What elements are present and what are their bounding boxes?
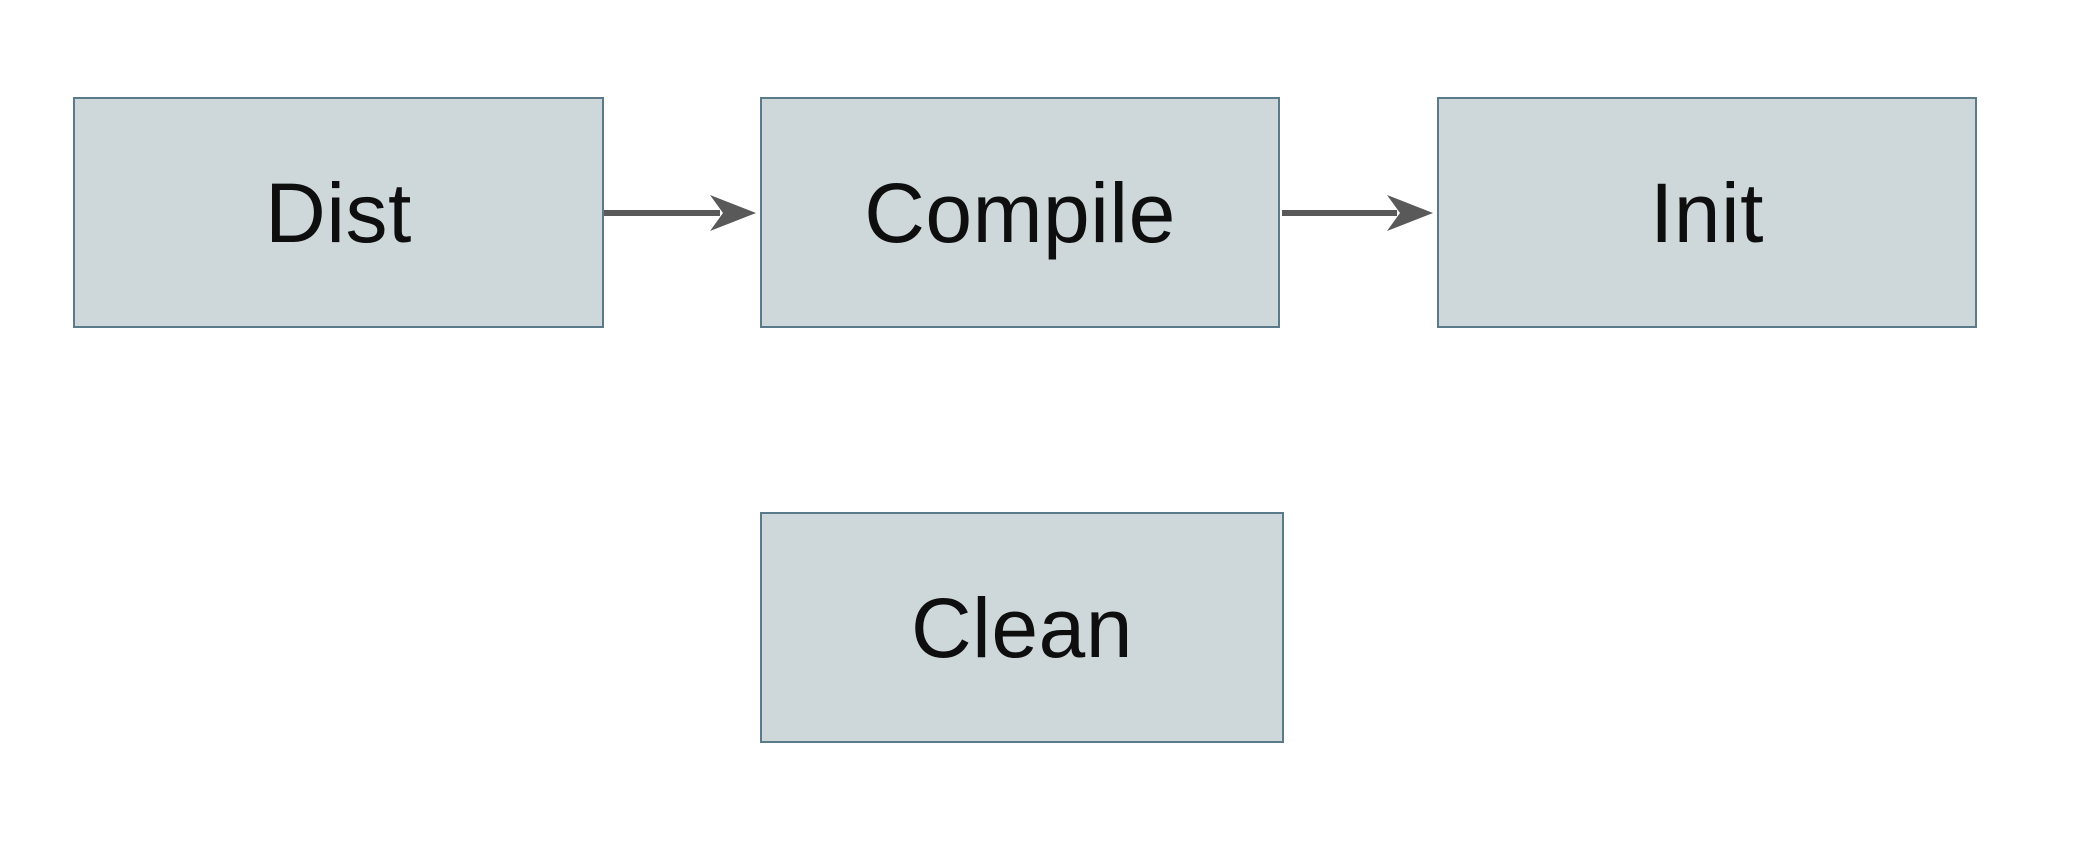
node-init[interactable]: Init: [1437, 97, 1977, 328]
node-dist-label: Dist: [265, 165, 412, 260]
node-init-label: Init: [1649, 165, 1765, 260]
arrow-dist-to-compile: [604, 195, 756, 231]
node-compile[interactable]: Compile: [760, 97, 1280, 328]
node-clean[interactable]: Clean: [760, 512, 1284, 743]
node-dist[interactable]: Dist: [73, 97, 604, 328]
node-compile-label: Compile: [864, 165, 1176, 260]
arrow-compile-to-init: [1282, 195, 1433, 231]
node-clean-label: Clean: [911, 580, 1133, 675]
